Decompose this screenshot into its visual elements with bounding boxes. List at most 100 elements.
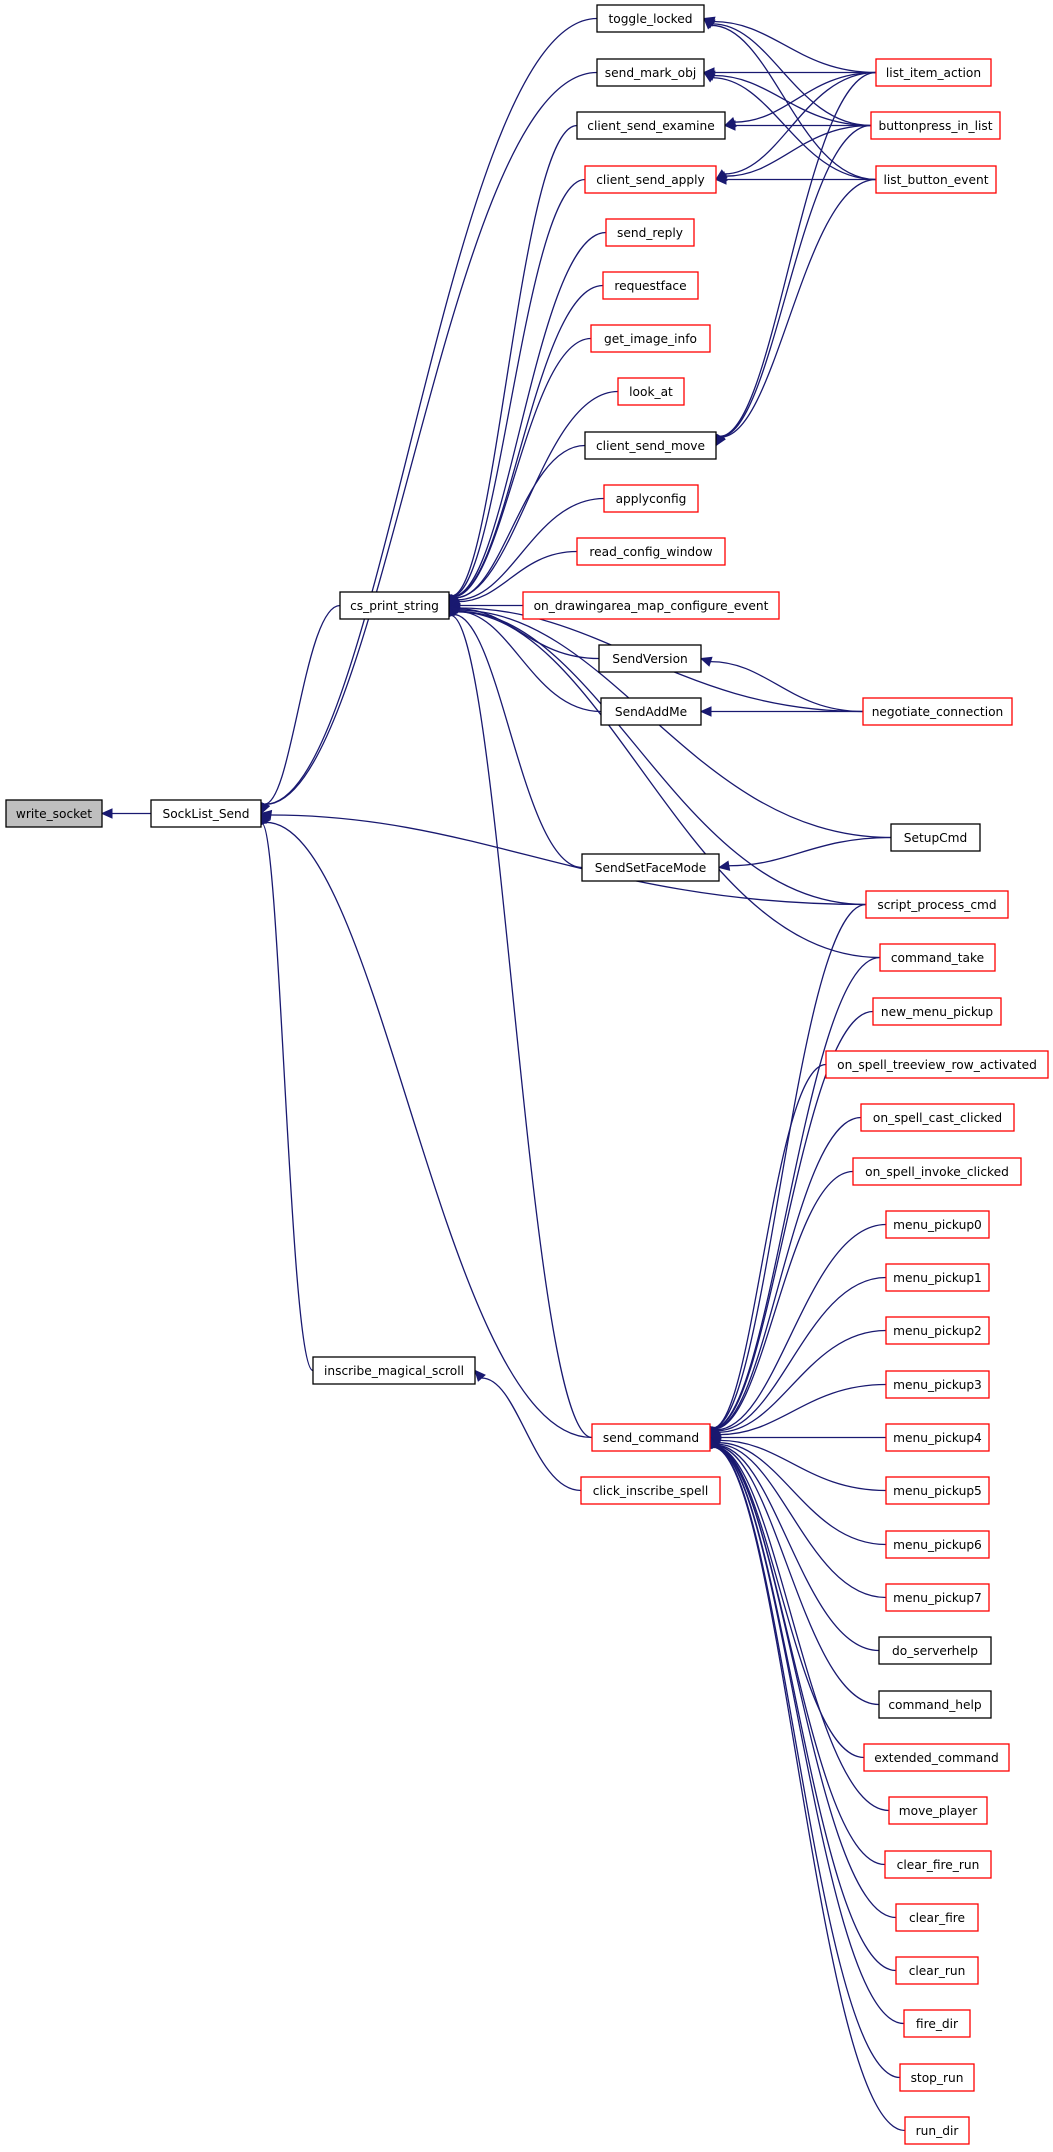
node-applyconfig[interactable]: applyconfig (603, 484, 699, 513)
node-on-spell-treeview-row-activated[interactable]: on_spell_treeview_row_activated (825, 1050, 1049, 1079)
node-send-reply[interactable]: send_reply (605, 218, 695, 247)
node-fire-dir[interactable]: fire_dir (903, 2009, 971, 2038)
node-client-send-apply[interactable]: client_send_apply (584, 165, 717, 194)
node-new-menu-pickup[interactable]: new_menu_pickup (872, 997, 1002, 1026)
node-setupcmd[interactable]: SetupCmd (890, 823, 981, 852)
node-box (825, 1050, 1049, 1079)
node-box (885, 1210, 990, 1239)
node-sendversion[interactable]: SendVersion (598, 644, 702, 673)
edge-line (714, 1170, 854, 1430)
node-label: send_command (603, 1431, 699, 1445)
node-client-send-move[interactable]: client_send_move (584, 431, 717, 460)
node-label: SetupCmd (904, 831, 968, 845)
arrowhead-icon (100, 808, 113, 819)
node-list-button-event[interactable]: list_button_event (875, 165, 997, 194)
edge-setupcmd-to-sendsetfacemode (717, 836, 892, 871)
node-box (895, 1903, 979, 1932)
node-box (339, 591, 450, 620)
node-box (885, 1583, 990, 1612)
edge-list-item-action-to-client-send-examine (723, 71, 877, 127)
node-label: client_send_move (596, 439, 705, 453)
node-label: stop_run (911, 2071, 964, 2085)
node-command-take[interactable]: command_take (879, 943, 996, 972)
node-menu-pickup7[interactable]: menu_pickup7 (885, 1583, 990, 1612)
node-move-player[interactable]: move_player (888, 1796, 988, 1825)
node-menu-pickup5[interactable]: menu_pickup5 (885, 1476, 990, 1505)
node-box (885, 1263, 990, 1292)
node-list-item-action[interactable]: list_item_action (875, 58, 992, 87)
node-menu-pickup6[interactable]: menu_pickup6 (885, 1530, 990, 1559)
node-read-config-window[interactable]: read_config_window (576, 537, 726, 566)
edge-clear-fire-to-send-command (708, 1436, 897, 1919)
node-socklist-send[interactable]: SockList_Send (150, 799, 262, 828)
node-sendaddme[interactable]: SendAddMe (600, 697, 702, 726)
edge-client-send-apply-to-cs-print-string (447, 178, 586, 607)
node-box (598, 644, 702, 673)
node-get-image-info[interactable]: get_image_info (590, 324, 711, 353)
node-clear-fire-run[interactable]: clear_fire_run (884, 1850, 992, 1879)
edge-line (713, 20, 877, 74)
node-inscribe-magical-scroll[interactable]: inscribe_magical_scroll (312, 1356, 476, 1385)
edge-line (712, 1446, 901, 2079)
arrowhead-icon (714, 174, 727, 185)
node-requestface[interactable]: requestface (602, 271, 699, 300)
node-label: send_mark_obj (605, 66, 696, 80)
edge-get-image-info-to-cs-print-string (448, 337, 592, 607)
edge-line (713, 1010, 874, 1429)
node-label: script_process_cmd (877, 898, 996, 912)
node-toggle-locked[interactable]: toggle_locked (596, 4, 705, 33)
edge-line (711, 24, 877, 181)
node-label: look_at (629, 385, 673, 399)
node-sendsetfacemode[interactable]: SendSetFaceMode (581, 853, 720, 882)
node-run-dir[interactable]: run_dir (904, 2116, 970, 2145)
node-extended-command[interactable]: extended_command (863, 1743, 1010, 1772)
edge-line (714, 1445, 890, 1812)
arrowhead-icon (723, 120, 736, 131)
edge-line (721, 178, 877, 438)
node-box (852, 1157, 1022, 1186)
node-box (580, 1476, 721, 1505)
node-menu-pickup4[interactable]: menu_pickup4 (885, 1423, 990, 1452)
node-client-send-examine[interactable]: client_send_examine (576, 111, 726, 140)
edge-line (712, 23, 872, 127)
node-label: menu_pickup7 (893, 1591, 982, 1605)
node-clear-fire[interactable]: clear_fire (895, 1903, 979, 1932)
node-menu-pickup1[interactable]: menu_pickup1 (885, 1263, 990, 1292)
node-cs-print-string[interactable]: cs_print_string (339, 591, 450, 620)
node-box (885, 1423, 990, 1452)
node-script-process-cmd[interactable]: script_process_cmd (865, 890, 1009, 919)
edge-line (270, 814, 867, 906)
node-menu-pickup2[interactable]: menu_pickup2 (885, 1316, 990, 1345)
node-box (875, 58, 992, 87)
edge-line (261, 822, 314, 1372)
edge-line (458, 550, 578, 603)
node-menu-pickup3[interactable]: menu_pickup3 (885, 1370, 990, 1399)
node-command-help[interactable]: command_help (878, 1690, 992, 1719)
node-box (872, 997, 1002, 1026)
node-box (863, 1743, 1010, 1772)
node-menu-pickup0[interactable]: menu_pickup0 (885, 1210, 990, 1239)
edge-line (457, 610, 867, 906)
node-clear-run[interactable]: clear_run (895, 1956, 979, 1985)
edge-sendaddme-to-cs-print-string (448, 604, 602, 713)
edge-script-process-cmd-to-send-command (707, 903, 867, 1439)
node-box (576, 111, 726, 140)
node-on-drawingarea-map-configure-event[interactable]: on_drawingarea_map_configure_event (522, 591, 780, 620)
node-on-spell-cast-clicked[interactable]: on_spell_cast_clicked (860, 1103, 1015, 1132)
node-on-spell-invoke-clicked[interactable]: on_spell_invoke_clicked (852, 1157, 1022, 1186)
node-negotiate-connection[interactable]: negotiate_connection (862, 697, 1013, 726)
node-stop-run[interactable]: stop_run (899, 2063, 975, 2092)
node-click-inscribe-spell[interactable]: click_inscribe_spell (580, 1476, 721, 1505)
edge-line (716, 1444, 880, 1652)
node-send-mark-obj[interactable]: send_mark_obj (596, 58, 705, 87)
node-box (5, 799, 103, 828)
node-label: command_take (891, 951, 984, 965)
node-send-command[interactable]: send_command (591, 1423, 711, 1452)
node-look-at[interactable]: look_at (617, 377, 685, 406)
node-label: clear_run (909, 1964, 966, 1978)
edge-menu-pickup1-to-send-command (709, 1276, 887, 1439)
node-box (875, 165, 997, 194)
node-do-serverhelp[interactable]: do_serverhelp (878, 1636, 992, 1665)
node-buttonpress-in-list[interactable]: buttonpress_in_list (870, 111, 1001, 140)
